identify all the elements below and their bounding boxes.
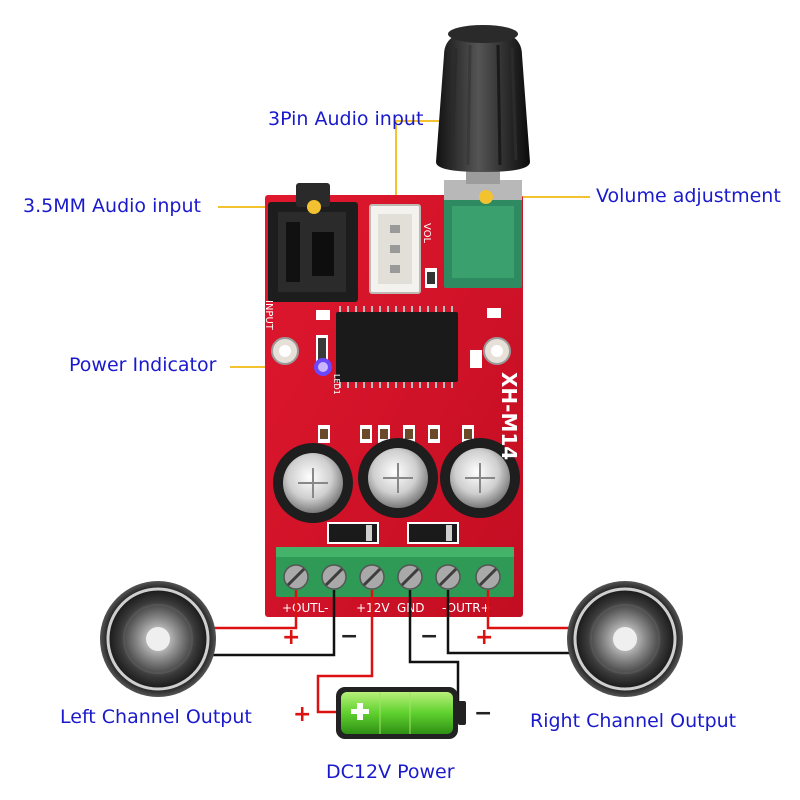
terminal-label-outl: +OUTL-	[282, 601, 328, 615]
battery-minus-sign: −	[474, 701, 493, 726]
label-left-output: Left Channel Output	[60, 706, 252, 728]
jack-marker-dot	[307, 200, 321, 214]
audio-jack	[268, 183, 358, 302]
wire-left-minus	[212, 590, 336, 657]
board-vol-mark: VOL	[421, 223, 432, 244]
leader-three-pin	[395, 120, 440, 205]
capacitor-right	[440, 438, 520, 518]
wire-right-minus	[446, 590, 570, 655]
terminal-label-outr: -OUTR+	[442, 601, 491, 615]
wire-left-plus	[212, 590, 298, 630]
left-plus-sign: +	[282, 625, 301, 650]
board-led-mark: LED1	[332, 374, 341, 395]
board-input-mark: INPUT	[263, 300, 274, 331]
terminal-block	[276, 547, 514, 597]
label-jack-input: 3.5MM Audio input	[23, 195, 201, 217]
capacitor-middle	[358, 438, 438, 518]
wire-power-plus	[316, 590, 374, 714]
left-speaker	[100, 581, 216, 697]
wire-right-plus	[486, 590, 570, 630]
amplifier-board: XH-M14 INPUT VOL LED1 +OUTL- +12V GND -O…	[263, 25, 530, 617]
volume-potentiometer	[444, 154, 522, 288]
amplifier-ic	[336, 306, 458, 388]
capacitor-left	[273, 443, 353, 523]
volume-marker-dot	[479, 190, 493, 204]
volume-knob	[436, 25, 530, 172]
battery-icon	[336, 687, 466, 739]
right-speaker	[567, 581, 683, 697]
right-minus-sign: −	[420, 624, 439, 649]
three-pin-connector	[369, 204, 421, 294]
label-volume: Volume adjustment	[596, 185, 781, 207]
board-model-label: XH-M14	[497, 372, 521, 460]
label-right-output: Right Channel Output	[530, 710, 737, 732]
diode-d1	[327, 522, 379, 544]
left-minus-sign: −	[340, 624, 359, 649]
label-three-pin-input: 3Pin Audio input	[268, 108, 424, 130]
label-power-indicator: Power Indicator	[69, 354, 217, 376]
battery-plus-sign: +	[293, 702, 312, 727]
label-power: DC12V Power	[326, 761, 455, 783]
right-plus-sign: +	[475, 625, 494, 650]
diode-d2	[407, 522, 459, 544]
